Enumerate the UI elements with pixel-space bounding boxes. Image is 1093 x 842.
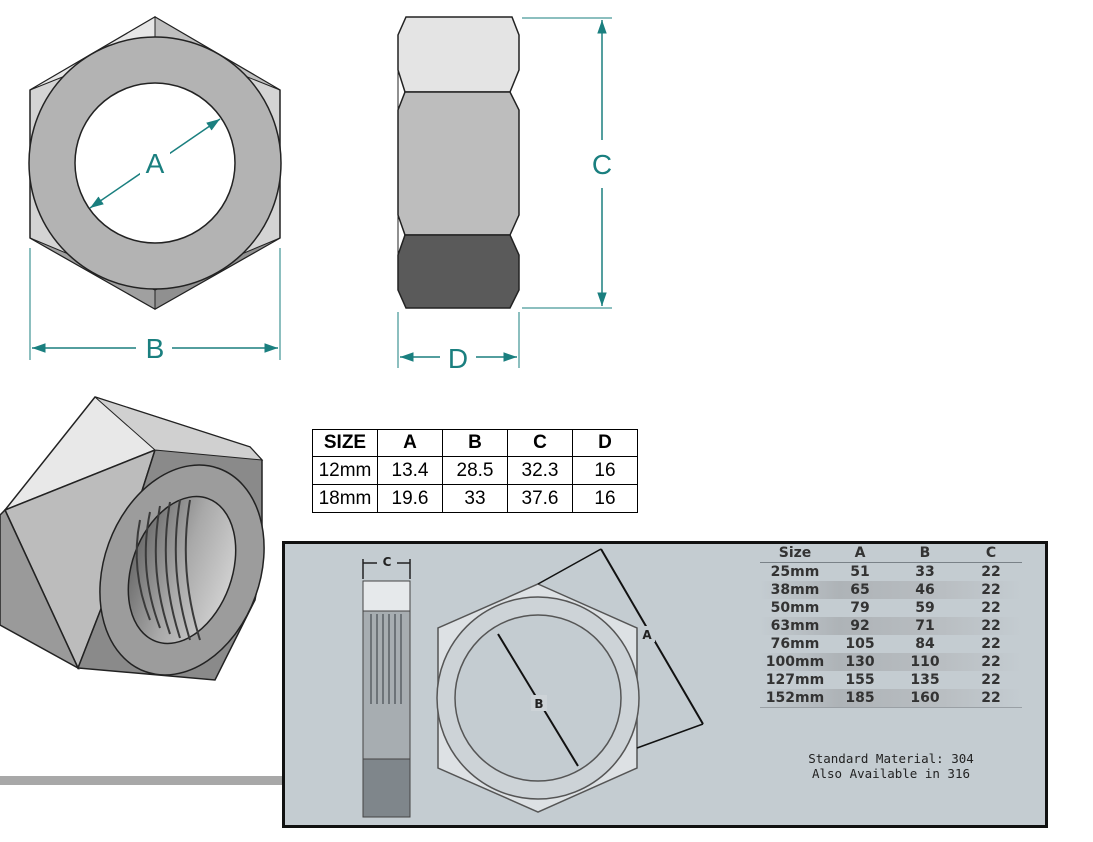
- table-row: 18mm 19.6 33 37.6 16: [312, 484, 638, 513]
- table-cell: 13.4: [377, 456, 443, 485]
- table-cell: 22: [981, 672, 1001, 688]
- table-cell: 51: [850, 564, 870, 580]
- header-size: Size: [778, 545, 812, 561]
- divider-bar: [0, 776, 282, 785]
- table-row: 63mm 92 71 22: [760, 617, 1022, 635]
- table-row: 12mm 13.4 28.5 32.3 16: [312, 456, 638, 485]
- header-c: C: [985, 545, 997, 561]
- table-cell: 160: [910, 690, 940, 706]
- nut-isometric-view: [0, 396, 265, 681]
- table-cell: 105: [845, 636, 875, 652]
- table-cell: 22: [981, 564, 1001, 580]
- dimension-b-label: B: [146, 333, 165, 364]
- table-cell: 100mm: [765, 654, 825, 670]
- table-cell: 63mm: [770, 618, 820, 634]
- availability-note: Also Available in 316: [811, 766, 971, 781]
- table-cell: 152mm: [765, 690, 825, 706]
- table-cell: 84: [915, 636, 935, 652]
- panel-nut-front-view: A B: [436, 548, 704, 813]
- header-a: A: [377, 429, 443, 457]
- table-row: 25mm 51 33 22: [760, 563, 1022, 582]
- table-cell: 16: [572, 484, 638, 513]
- table-cell: 46: [915, 582, 935, 598]
- table-cell: 19.6: [377, 484, 443, 513]
- table-cell: 12mm: [312, 456, 378, 485]
- table-cell: 92: [850, 618, 870, 634]
- table-cell: 22: [981, 690, 1001, 706]
- dimension-c: C: [522, 17, 612, 309]
- header-b: B: [442, 429, 508, 457]
- header-c: C: [507, 429, 573, 457]
- table-cell: 65: [850, 582, 870, 598]
- table-row: 38mm 65 46 22: [760, 581, 1022, 599]
- table-cell: 16: [572, 456, 638, 485]
- table-cell: 127mm: [765, 672, 825, 688]
- table-cell: 25mm: [770, 564, 820, 580]
- nut-side-view: [397, 16, 520, 309]
- panel-drawing: C A B: [362, 548, 704, 818]
- panel-table-header-row: Size A B C: [760, 544, 1022, 563]
- material-note: Standard Material: 304: [808, 751, 974, 766]
- table-row: 76mm 105 84 22: [760, 635, 1022, 653]
- table-cell: 32.3: [507, 456, 573, 485]
- table-cell: 79: [850, 600, 870, 616]
- panel-label-b: B: [534, 697, 543, 711]
- dimension-b: B: [29, 248, 281, 364]
- panel-label-a: A: [642, 628, 652, 642]
- header-d: D: [572, 429, 638, 457]
- table-cell: 28.5: [442, 456, 508, 485]
- dimension-a-label: A: [146, 148, 165, 179]
- panel-nut-side-view: C: [362, 555, 411, 818]
- table-cell: 155: [845, 672, 875, 688]
- table-cell: 22: [981, 618, 1001, 634]
- header-a: A: [854, 545, 866, 561]
- table-cell: 37.6: [507, 484, 573, 513]
- table-cell: 135: [910, 672, 940, 688]
- table-cell: 18mm: [312, 484, 378, 513]
- table-cell: 22: [981, 582, 1001, 598]
- dimension-c-label: C: [592, 149, 612, 180]
- panel-label-c: C: [383, 555, 392, 569]
- table-cell: 71: [915, 618, 935, 634]
- table-cell: 22: [981, 636, 1001, 652]
- dimension-d: D: [397, 312, 520, 374]
- table-cell: 22: [981, 654, 1001, 670]
- table-cell: 33: [915, 564, 935, 580]
- table-row: 50mm 79 59 22: [760, 599, 1022, 617]
- table-row: 127mm 155 135 22: [760, 671, 1022, 689]
- table-cell: 38mm: [770, 582, 820, 598]
- size-table-header-row: SIZE A B C D: [312, 429, 638, 457]
- table-cell: 185: [845, 690, 875, 706]
- table-cell: 22: [981, 600, 1001, 616]
- header-b: B: [919, 545, 931, 561]
- dimension-d-label: D: [448, 343, 468, 374]
- table-cell: 50mm: [770, 600, 820, 616]
- table-cell: 110: [910, 654, 940, 670]
- table-cell: 76mm: [770, 636, 820, 652]
- table-row: 152mm 185 160 22: [760, 689, 1022, 708]
- header-size: SIZE: [312, 429, 378, 457]
- table-cell: 130: [845, 654, 875, 670]
- table-cell: 59: [915, 600, 935, 616]
- size-table: SIZE A B C D 12mm 13.4 28.5 32.3 16 18mm…: [312, 429, 638, 513]
- table-row: 100mm 130 110 22: [760, 653, 1022, 671]
- dimension-a: A: [89, 118, 221, 209]
- table-cell: 33: [442, 484, 508, 513]
